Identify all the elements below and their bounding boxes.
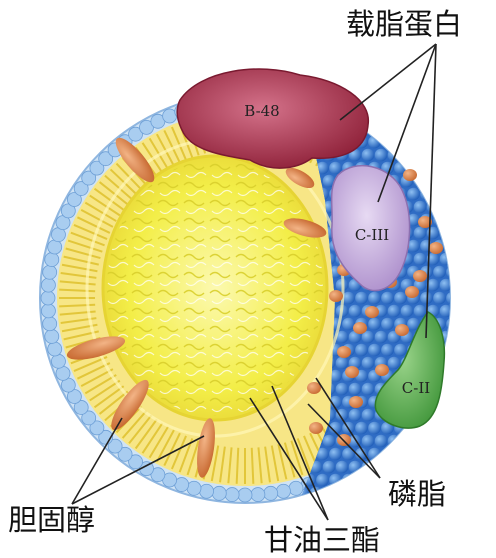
cholesterol-pebble bbox=[375, 364, 389, 376]
label-phospholipid: 磷脂 bbox=[388, 477, 446, 511]
cholesterol-pebble bbox=[349, 396, 363, 408]
cholesterol-pebble bbox=[309, 422, 323, 434]
triglyceride-texture bbox=[107, 160, 323, 416]
particle: B-48 C-III C-II bbox=[40, 69, 490, 512]
cholesterol-pebble bbox=[429, 242, 443, 254]
cholesterol-pebble bbox=[329, 290, 343, 302]
phospholipid-head bbox=[276, 484, 290, 498]
phospholipid-head bbox=[41, 304, 55, 318]
cholesterol-pebble bbox=[365, 306, 379, 318]
label-apolipoprotein: 载脂蛋白 bbox=[346, 7, 462, 41]
cholesterol-pebble bbox=[353, 322, 367, 334]
phospholipid-head bbox=[289, 481, 303, 495]
phospholipid-head bbox=[51, 354, 65, 368]
phospholipid-head bbox=[48, 240, 62, 254]
phospholipid-head bbox=[45, 329, 59, 343]
label-cholesterol: 胆固醇 bbox=[8, 503, 95, 537]
c2-label: C-II bbox=[402, 379, 430, 397]
phospholipid-head bbox=[187, 481, 201, 495]
phospholipid-head bbox=[41, 278, 55, 292]
phospholipid-head bbox=[251, 488, 265, 502]
cholesterol-pebble bbox=[413, 270, 427, 282]
c3-label: C-III bbox=[355, 226, 389, 244]
phospholipid-head bbox=[43, 265, 57, 279]
cholesterol-pebble bbox=[337, 346, 351, 358]
phospholipid-head bbox=[225, 488, 239, 502]
cholesterol-pebble bbox=[405, 286, 419, 298]
phospholipid-head bbox=[41, 291, 55, 305]
phospholipid-head bbox=[200, 484, 214, 498]
cholesterol-pebble bbox=[345, 366, 359, 378]
phospholipid-head bbox=[238, 488, 252, 502]
cholesterol-pebble bbox=[403, 169, 417, 181]
cholesterol-pebble bbox=[395, 324, 409, 336]
phospholipid-head bbox=[212, 486, 226, 500]
phospholipid-head bbox=[264, 486, 278, 500]
phospholipid-head bbox=[45, 253, 59, 267]
label-triglyceride: 甘油三酯 bbox=[264, 523, 380, 557]
b48-label: B-48 bbox=[244, 102, 279, 120]
phospholipid-head bbox=[43, 317, 57, 331]
phospholipid-head bbox=[48, 342, 62, 356]
